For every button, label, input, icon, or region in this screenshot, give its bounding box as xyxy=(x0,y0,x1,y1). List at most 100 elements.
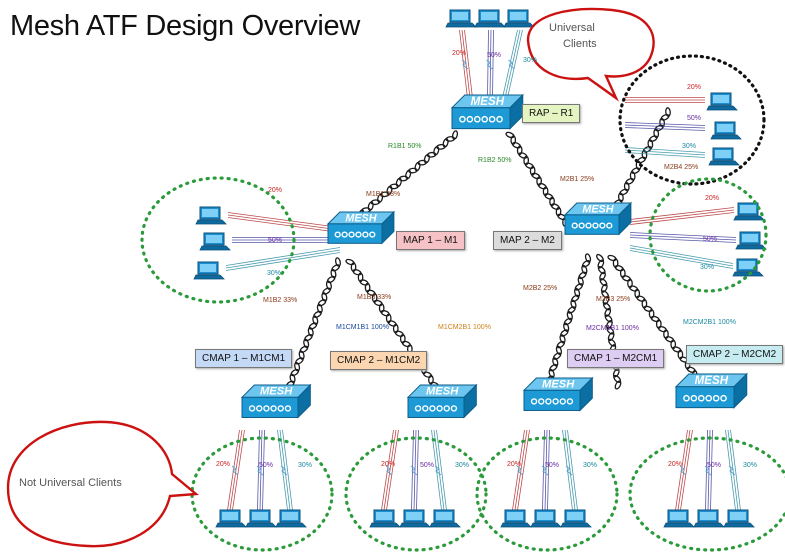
device-logo-text: MESH xyxy=(471,95,505,108)
beam-right-2 xyxy=(629,232,737,243)
link-r1b2: R1B2 50% xyxy=(478,157,512,164)
map1-label: MAP 1 – M1 xyxy=(396,231,465,250)
link-m1b3: M1B3 33% xyxy=(357,294,392,301)
beam-left-1 xyxy=(227,212,341,233)
laptop-left-1 xyxy=(195,206,227,225)
share-b1-50: 50% xyxy=(259,462,274,469)
universal-clients-callout-bubble xyxy=(526,7,655,102)
bottom-clients-ring-b1 xyxy=(190,436,334,552)
beam-b3-1 xyxy=(512,429,530,511)
device-logo-text: MESH xyxy=(582,203,613,215)
bottom-clients-ring-b4 xyxy=(628,436,785,552)
link-m1b1: M1B1 33% xyxy=(366,191,401,198)
bottom-clients-ring-b3 xyxy=(475,436,619,552)
laptop-top-3 xyxy=(503,9,535,28)
link-m2cm1b1: M2CM1B1 100% xyxy=(586,325,639,332)
beam-b4-3 xyxy=(725,429,741,511)
beam-b4-1 xyxy=(675,429,693,511)
cmap4-label: CMAP 2 – M2CM2 xyxy=(686,345,784,364)
laptop-b1-1 xyxy=(215,509,247,528)
beam-left-3 xyxy=(225,247,341,271)
map2-device: MESH xyxy=(563,201,633,236)
laptop-b3-1 xyxy=(500,509,532,528)
laptop-left-2 xyxy=(199,232,231,251)
callouts xyxy=(6,7,655,548)
link-m2b3: M2B3 25% xyxy=(596,296,631,303)
cmap1-label: CMAP 1 – M1CM1 xyxy=(195,349,293,368)
share-top-30: 30% xyxy=(523,57,538,64)
laptop-universal-3 xyxy=(708,147,740,166)
share-left-50: 50% xyxy=(268,237,283,244)
cmap1-device: MESH xyxy=(240,383,312,419)
share-universal-20: 20% xyxy=(687,84,702,91)
mesh-devices: MESH MESH MESH MESH MESH MESH MESH xyxy=(240,93,748,419)
universal-clients-ring xyxy=(618,54,766,186)
laptop-b2-1 xyxy=(369,509,401,528)
chain-map2-cmap3 xyxy=(544,253,592,390)
chain-rap-map2 xyxy=(505,131,568,227)
cmap2-label: CMAP 2 – M1CM2 xyxy=(330,351,428,370)
beam-left-2 xyxy=(232,237,340,243)
beam-b1-1 xyxy=(227,429,245,511)
laptop-universal-2 xyxy=(710,121,742,140)
device-logo-text: MESH xyxy=(260,386,293,398)
beam-universal-2 xyxy=(624,122,706,131)
beam-top-1 xyxy=(459,29,473,99)
share-b2-50: 50% xyxy=(420,462,435,469)
device-logo-text: MESH xyxy=(345,212,376,224)
share-b3-20: 20% xyxy=(507,461,522,468)
right-clients-ring xyxy=(648,177,768,293)
link-m1cm1b1: M1CM1B1 100% xyxy=(336,324,389,331)
beam-universal-1 xyxy=(625,97,705,103)
link-m2b2: M2B2 25% xyxy=(523,285,558,292)
laptop-b4-3 xyxy=(723,509,755,528)
laptop-b1-3 xyxy=(275,509,307,528)
beam-b2-3 xyxy=(431,429,447,511)
chain-map2-cmap4 xyxy=(596,253,622,390)
beam-top-3 xyxy=(502,29,523,99)
laptop-b3-2 xyxy=(530,509,562,528)
share-universal-50: 50% xyxy=(687,115,702,122)
laptop-right-1 xyxy=(733,202,765,221)
laptop-b3-3 xyxy=(560,509,592,528)
link-m2cm2b1: M2CM2B1 100% xyxy=(683,319,736,326)
cmap3-device: MESH xyxy=(522,376,594,412)
universal-clients-callout-line1: Universal xyxy=(549,22,595,34)
laptop-top-1 xyxy=(445,9,477,28)
not-universal-clients-callout-bubble xyxy=(6,420,200,548)
share-b1-30: 30% xyxy=(298,462,313,469)
laptop-right-2 xyxy=(735,231,767,250)
universal-clients-callout-line2: Clients xyxy=(563,38,597,50)
link-m2b4: M2B4 25% xyxy=(664,164,699,171)
share-left-20: 20% xyxy=(268,187,283,194)
cmap2-device: MESH xyxy=(406,383,478,419)
link-r1b1: R1B1 50% xyxy=(388,143,422,150)
laptop-universal-1 xyxy=(706,92,738,111)
cmap4-device: MESH xyxy=(674,372,748,409)
share-top-20: 20% xyxy=(452,50,467,57)
beam-universal-3 xyxy=(624,147,706,158)
beam-b3-3 xyxy=(562,429,578,511)
share-top-50: 50% xyxy=(487,52,502,59)
share-b2-30: 30% xyxy=(455,462,470,469)
share-b3-30: 30% xyxy=(583,462,598,469)
client-signal-beams xyxy=(225,29,741,511)
client-laptops xyxy=(193,9,767,528)
laptop-b2-3 xyxy=(429,509,461,528)
laptop-b2-2 xyxy=(399,509,431,528)
share-b2-20: 20% xyxy=(381,461,396,468)
beam-b2-1 xyxy=(381,429,399,511)
laptop-b1-2 xyxy=(245,509,277,528)
laptop-b4-1 xyxy=(663,509,695,528)
share-left-30: 30% xyxy=(267,270,282,277)
share-b3-50: 50% xyxy=(545,462,560,469)
share-right-20: 20% xyxy=(705,195,720,202)
laptop-left-3 xyxy=(193,261,225,280)
link-m1cm2b1: M1CM2B1 100% xyxy=(438,324,491,331)
beam-b4-2 xyxy=(704,429,713,511)
share-b1-20: 20% xyxy=(216,461,231,468)
beam-right-1 xyxy=(629,207,735,225)
laptop-top-2 xyxy=(474,9,506,28)
share-universal-30: 30% xyxy=(682,143,697,150)
share-b4-50: 50% xyxy=(707,462,722,469)
